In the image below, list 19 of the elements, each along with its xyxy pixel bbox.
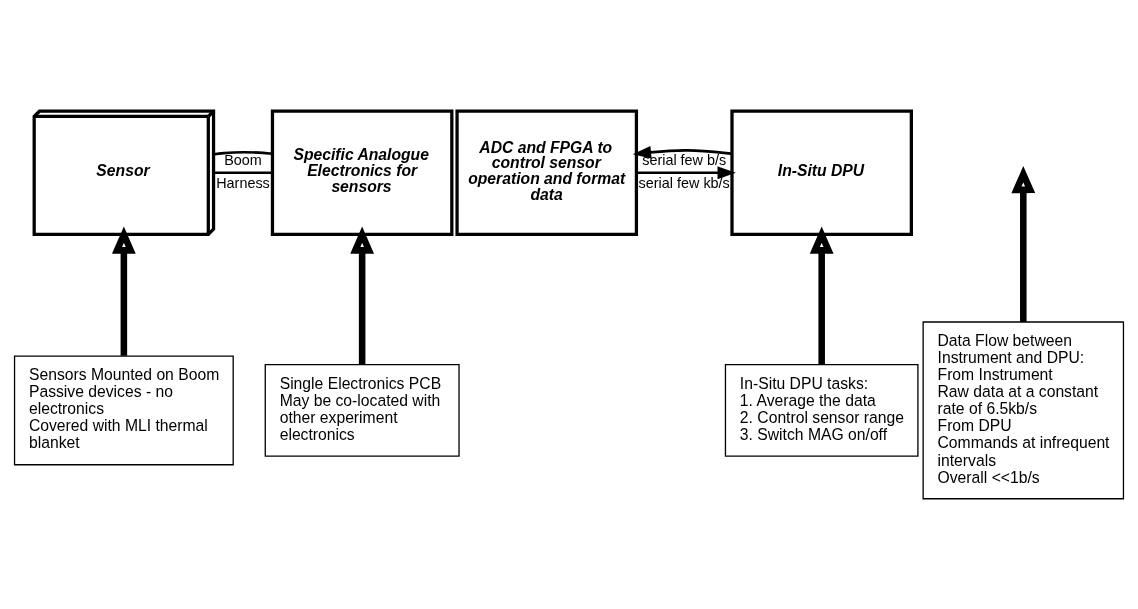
connector [213, 150, 273, 156]
connector [213, 170, 273, 174]
arrow [112, 226, 136, 356]
edge-label: serial few kb/s [638, 174, 730, 191]
node-box: ADC and FPGA to control sensor operation and format data [455, 109, 639, 236]
edge-label: serial few b/s [642, 151, 727, 168]
node-box: Specific Analogue Electronics for sensors [270, 109, 454, 236]
node-box: Sensors Mounted on Boom Passive devices - no electronics Covered with MLI thermal blanket [13, 354, 234, 465]
node-box: Data Flow between Instrument and DPU: From Instrument Raw data at a constant rate of 6.5kb/s From DPU Commands at infrequent intervals Overall <<1b/s [922, 320, 1125, 499]
node-box: In-Situ DPU tasks: 1. Average the data 2. Control sensor range 3. Switch MAG on/off [724, 363, 919, 457]
arrow [636, 165, 736, 179]
arrow [1011, 165, 1036, 322]
node-box: In-Situ DPU [730, 109, 913, 236]
edge-label: Harness [216, 174, 270, 191]
edge-label: Boom [224, 151, 262, 168]
node-box: Single Electronics PCB May be co-located with other experiment electronics [264, 363, 460, 457]
arrow [350, 226, 375, 364]
arrow [809, 226, 834, 364]
arrow [632, 145, 732, 159]
